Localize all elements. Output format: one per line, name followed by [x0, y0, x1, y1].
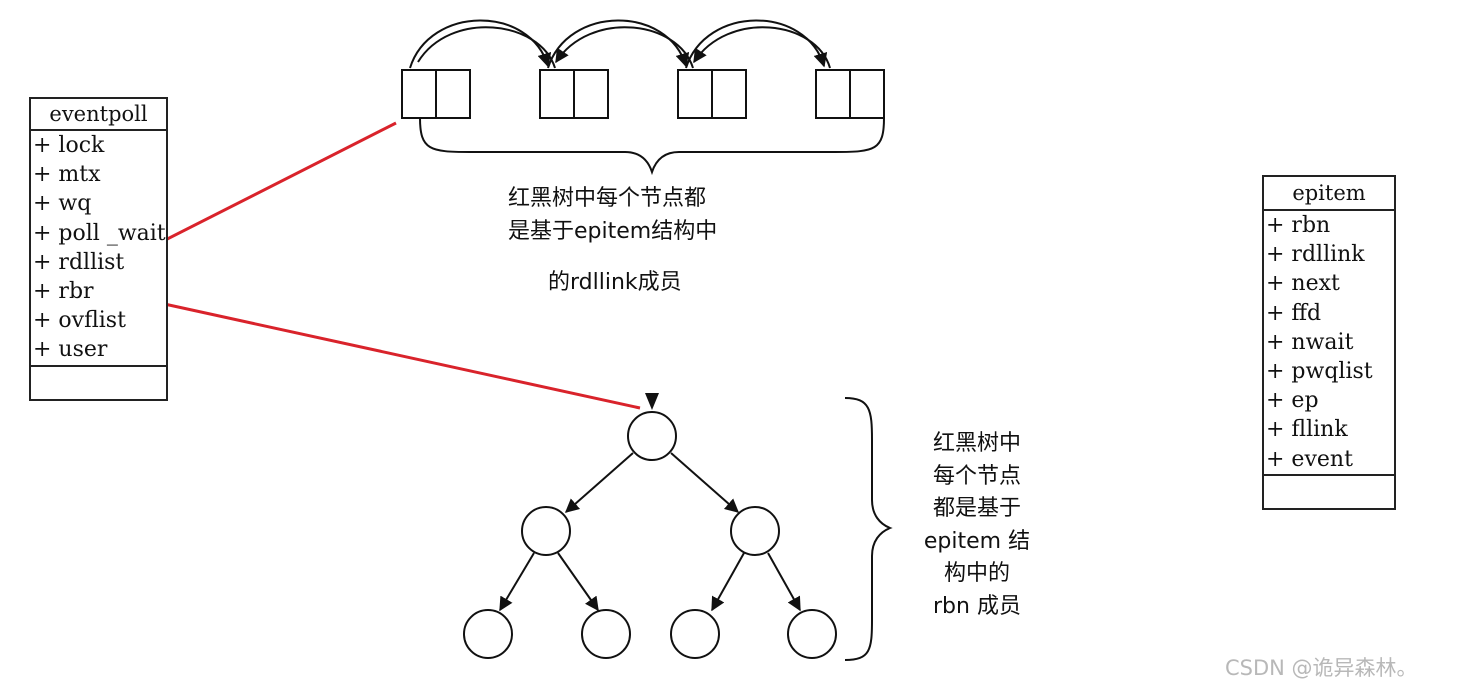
tree-edge-l-ll	[499, 552, 535, 612]
epitem-field-rbn: + rbn	[1266, 213, 1331, 238]
epitem-field-pwqlist: + pwqlist	[1266, 359, 1373, 385]
eventpoll-field-rbr: + rbr	[33, 279, 94, 305]
epitem-struct-box: epitem + rbn + rdllink + next + ffd + nw…	[1262, 175, 1396, 510]
eventpoll-fields: + lock + mtx + wq + poll _wait + rdllist…	[31, 131, 166, 365]
list-node-2	[539, 69, 609, 119]
eventpoll-field-rdllist: + rdllist	[33, 249, 125, 275]
eventpoll-struct-box: eventpoll + lock + mtx + wq + poll _wait…	[29, 97, 168, 401]
csdn-watermark: CSDN @诡异森林。	[1225, 656, 1418, 680]
list-node-1	[401, 69, 471, 119]
eventpoll-field-ovflist: + ovflist	[33, 308, 126, 334]
tree-edge-root-left	[564, 452, 634, 513]
eventpoll-title: eventpoll	[31, 99, 166, 131]
tree-node-right	[730, 506, 780, 556]
tree-edge-l-lr	[557, 552, 599, 612]
list-brace	[419, 117, 885, 176]
list-arc-4-3	[693, 26, 831, 69]
epitem-title: epitem	[1264, 177, 1394, 211]
epitem-fields: + rbn + rdllink + next + ffd + nwait + p…	[1264, 211, 1394, 474]
eventpoll-field-poll-wait: + poll _wait	[33, 220, 166, 246]
tree-edge-r-rr	[767, 552, 801, 612]
list-caption-line-3: 的rdllink成员	[548, 270, 682, 295]
eventpoll-field-lock: + lock	[33, 133, 105, 158]
tree-node-rr	[787, 609, 837, 659]
epitem-field-fllink: + fllink	[1266, 417, 1348, 443]
epitem-field-next: + next	[1266, 271, 1340, 297]
tree-node-ll	[463, 609, 513, 659]
epitem-field-event: + event	[1266, 446, 1353, 472]
tree-caption-line-5: 构中的	[943, 561, 1010, 586]
list-arc-1-2	[409, 19, 552, 69]
tree-node-lr	[581, 609, 631, 659]
tree-caption-line-6: rbn 成员	[933, 593, 1021, 619]
list-arc-2-3	[547, 19, 690, 69]
list-caption-line-1: 红黑树中每个节点都	[508, 186, 707, 211]
list-caption-line-2: 是基于epitem结构中	[508, 219, 718, 244]
tree-node-left	[521, 506, 571, 556]
epitem-field-ep: + ep	[1266, 388, 1319, 414]
list-node-3	[677, 69, 747, 119]
tree-node-rl	[670, 609, 720, 659]
eventpoll-field-user: + user	[33, 337, 108, 363]
tree-caption: 红黑树中 每个节点 都是基于 epitem 结 构中的 rbn 成员	[912, 428, 1042, 623]
root-arrow-icon	[645, 393, 659, 410]
tree-caption-line-4: epitem 结	[923, 528, 1031, 554]
list-node-4	[815, 69, 885, 119]
tree-caption-line-3: 都是基于	[932, 496, 1021, 521]
epitem-field-rdllink: + rdllink	[1266, 242, 1365, 268]
epitem-field-ffd: + ffd	[1266, 300, 1322, 326]
epitem-field-nwait: + nwait	[1266, 329, 1354, 355]
eventpoll-field-mtx: + mtx	[33, 162, 101, 188]
tree-caption-line-1: 红黑树中	[932, 431, 1021, 456]
tree-edge-r-rl	[711, 552, 745, 612]
tree-brace	[844, 397, 893, 661]
tree-node-root	[627, 411, 677, 461]
list-arc-2-1	[417, 26, 556, 69]
eventpoll-field-wq: + wq	[33, 191, 92, 217]
eventpoll-methods-section	[31, 364, 166, 399]
tree-caption-line-2: 每个节点	[932, 463, 1021, 489]
rbr-pointer-line	[113, 291, 641, 410]
list-arc-3-2	[555, 26, 694, 69]
epitem-methods-section	[1264, 473, 1394, 508]
tree-edge-root-right	[670, 452, 740, 513]
list-arc-3-4	[685, 19, 828, 69]
